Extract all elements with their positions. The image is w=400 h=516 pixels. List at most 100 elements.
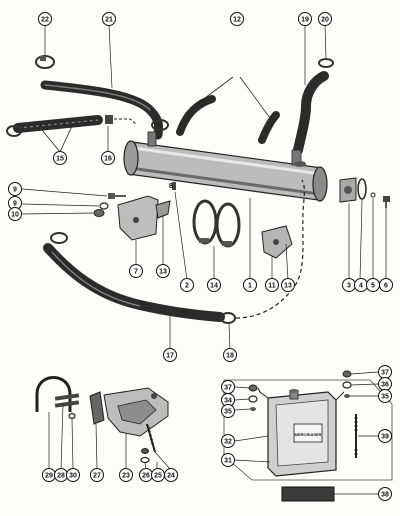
callout-23-label: 23: [122, 473, 130, 480]
callout-30: 30: [66, 468, 80, 482]
u-bolt-29: [35, 376, 72, 412]
heat-exchanger-1: [123, 131, 328, 202]
callout-39-label: 39: [381, 434, 389, 441]
tank-brand-label: MERCRUISER: [295, 432, 322, 437]
callout-14: 14: [207, 278, 221, 292]
callout-6: 6: [379, 278, 393, 292]
callout-28: 28: [54, 468, 68, 482]
callout-14-label: 14: [210, 283, 218, 290]
callout-13a: 13: [156, 264, 170, 278]
callout-21: 21: [102, 12, 116, 26]
hose-clamp-left: [50, 232, 68, 244]
end-cap-3: [339, 177, 357, 203]
callout-3-label: 3: [347, 283, 351, 290]
callout-12: 12: [230, 12, 244, 26]
callout-26: 26: [139, 468, 153, 482]
screw-6: [383, 196, 390, 208]
callout-5: 5: [366, 278, 380, 292]
callout-10: 10: [8, 207, 22, 221]
washer-25: [140, 456, 150, 464]
callout-39: 39: [378, 429, 392, 443]
fitting-16: [105, 115, 137, 125]
callout-37a: 37: [221, 380, 235, 394]
callout-8-label: 8: [169, 183, 173, 190]
callout-16-label: 16: [104, 156, 112, 163]
callout-26-label: 26: [142, 473, 150, 480]
callout-34-label: 34: [224, 398, 232, 405]
callout-31: 31: [221, 453, 235, 467]
callout-31-label: 31: [224, 458, 232, 465]
callout-25-label: 25: [154, 473, 162, 480]
washer-5: [370, 192, 376, 198]
callout-20-label: 20: [321, 17, 329, 24]
callout-12-label: 12: [233, 17, 241, 24]
callout-29: 29: [42, 468, 56, 482]
callout-38: 38: [378, 487, 392, 501]
callout-10-label: 10: [11, 212, 19, 219]
callout-13a-label: 13: [159, 269, 167, 276]
callout-11: 11: [265, 278, 279, 292]
hose-clamp-20: [318, 58, 334, 68]
bracket-7: [117, 195, 171, 241]
callout-19-label: 19: [301, 17, 309, 24]
callout-37b: 37: [378, 365, 392, 379]
callout-17: 17: [163, 348, 177, 362]
routing-dashed-line: [235, 179, 305, 319]
bracket-23: [103, 387, 169, 437]
callout-23: 23: [119, 468, 133, 482]
pad-38: [281, 486, 335, 502]
callout-1-label: 1: [248, 283, 252, 290]
bolt-9: [108, 193, 126, 199]
callout-32-label: 32: [224, 439, 232, 446]
callout-24: 24: [164, 468, 178, 482]
callout-29-label: 29: [45, 473, 53, 480]
bracket-11: [261, 225, 293, 259]
hose-clamp-15a: [6, 125, 22, 137]
callout-15-label: 15: [56, 156, 64, 163]
hose-clamp-21: [151, 119, 169, 131]
washers-left-37-34-35: [248, 384, 258, 411]
callout-13b-label: 13: [284, 283, 292, 290]
hose-segment-12a: [176, 95, 216, 136]
callout-24-label: 24: [167, 473, 175, 480]
callout-2: 2: [180, 278, 194, 292]
washers-right-37-36-35: [342, 370, 352, 398]
callout-20: 20: [318, 12, 332, 26]
callout-36: 36: [378, 377, 392, 391]
callout-17-label: 17: [166, 353, 174, 360]
callout-35a: 35: [221, 404, 235, 418]
callout-6-label: 6: [384, 283, 388, 290]
callout-27: 27: [90, 468, 104, 482]
callout-18: 18: [223, 348, 237, 362]
strap-28: [54, 393, 80, 408]
reservoir-tank-32: MERCRUISER: [257, 387, 345, 477]
callout-37b-label: 37: [381, 370, 389, 377]
callout-37a-label: 37: [224, 385, 232, 392]
callout-25: 25: [151, 468, 165, 482]
callout-9a: 9: [8, 182, 22, 196]
callout-19: 19: [298, 12, 312, 26]
callout-22: 22: [38, 12, 52, 26]
hose-segment-12b: [258, 111, 280, 144]
rod-39: [354, 414, 358, 458]
callout-9a-label: 9: [13, 187, 17, 194]
callout-13b: 13: [281, 278, 295, 292]
callout-2-label: 2: [185, 283, 189, 290]
pad-27: [89, 391, 105, 425]
callout-36-label: 36: [381, 382, 389, 389]
callout-35a-label: 35: [224, 409, 232, 416]
callout-21-label: 21: [105, 17, 113, 24]
gasket-4: [357, 178, 367, 200]
nut-10: [93, 209, 105, 217]
callout-9b-label: 9: [13, 201, 17, 208]
callout-11-label: 11: [268, 283, 276, 290]
washer-9: [99, 202, 109, 210]
hose-17: [43, 243, 225, 322]
callout-7: 7: [129, 264, 143, 278]
leader-lines: [21, 24, 387, 495]
hose-clamp-18: [220, 312, 236, 324]
callout-38-label: 38: [381, 492, 389, 499]
strap-clamps-14: [192, 199, 241, 248]
